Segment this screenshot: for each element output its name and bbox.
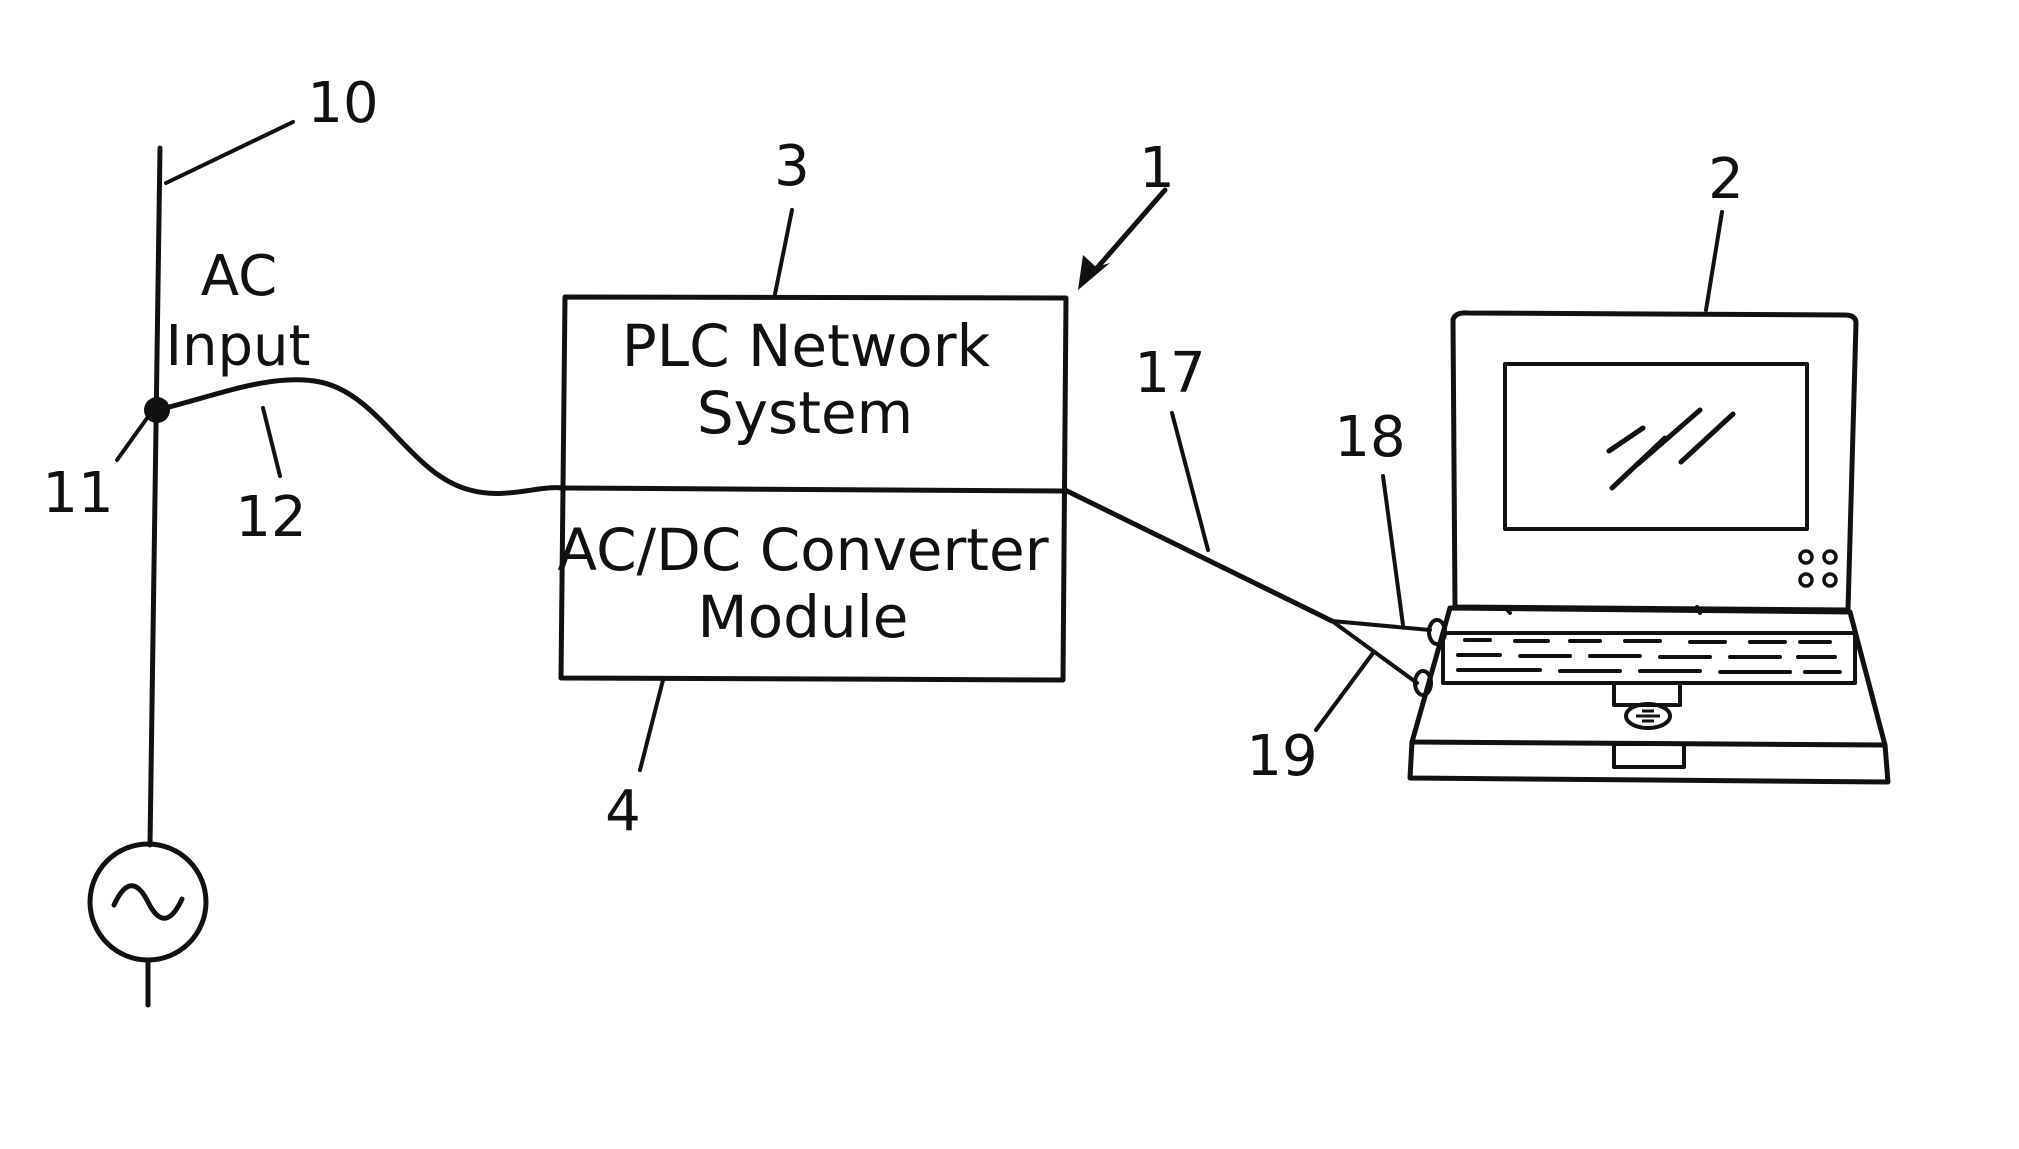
ref-18: 18 — [1334, 405, 1405, 470]
ac-input-label-line2: Input — [165, 314, 310, 379]
plc-network-label-line1: PLC Network — [622, 312, 991, 380]
ref-3: 3 — [774, 134, 810, 199]
ref-12: 12 — [235, 485, 306, 550]
ref-1: 1 — [1139, 136, 1175, 201]
converter-label-line1: AC/DC Converter — [557, 516, 1048, 584]
converter-label-line2: Module — [698, 583, 909, 651]
ac-source-icon — [90, 844, 206, 960]
ref-2: 2 — [1708, 147, 1744, 212]
dc-output-cable — [1065, 490, 1430, 683]
ref-17: 17 — [1134, 341, 1205, 406]
power-line — [148, 148, 160, 1005]
plc-network-label-line2: System — [697, 379, 913, 447]
reference-arrow-icon — [1078, 190, 1165, 290]
ref-4: 4 — [605, 779, 641, 844]
leader-lines — [117, 122, 1722, 770]
laptop-computer — [1410, 313, 1888, 782]
ac-input-label-line1: AC — [201, 244, 277, 309]
ref-10: 10 — [307, 71, 378, 136]
ref-11: 11 — [42, 461, 113, 526]
ac-input-cable — [157, 380, 562, 494]
ref-19: 19 — [1246, 724, 1317, 789]
